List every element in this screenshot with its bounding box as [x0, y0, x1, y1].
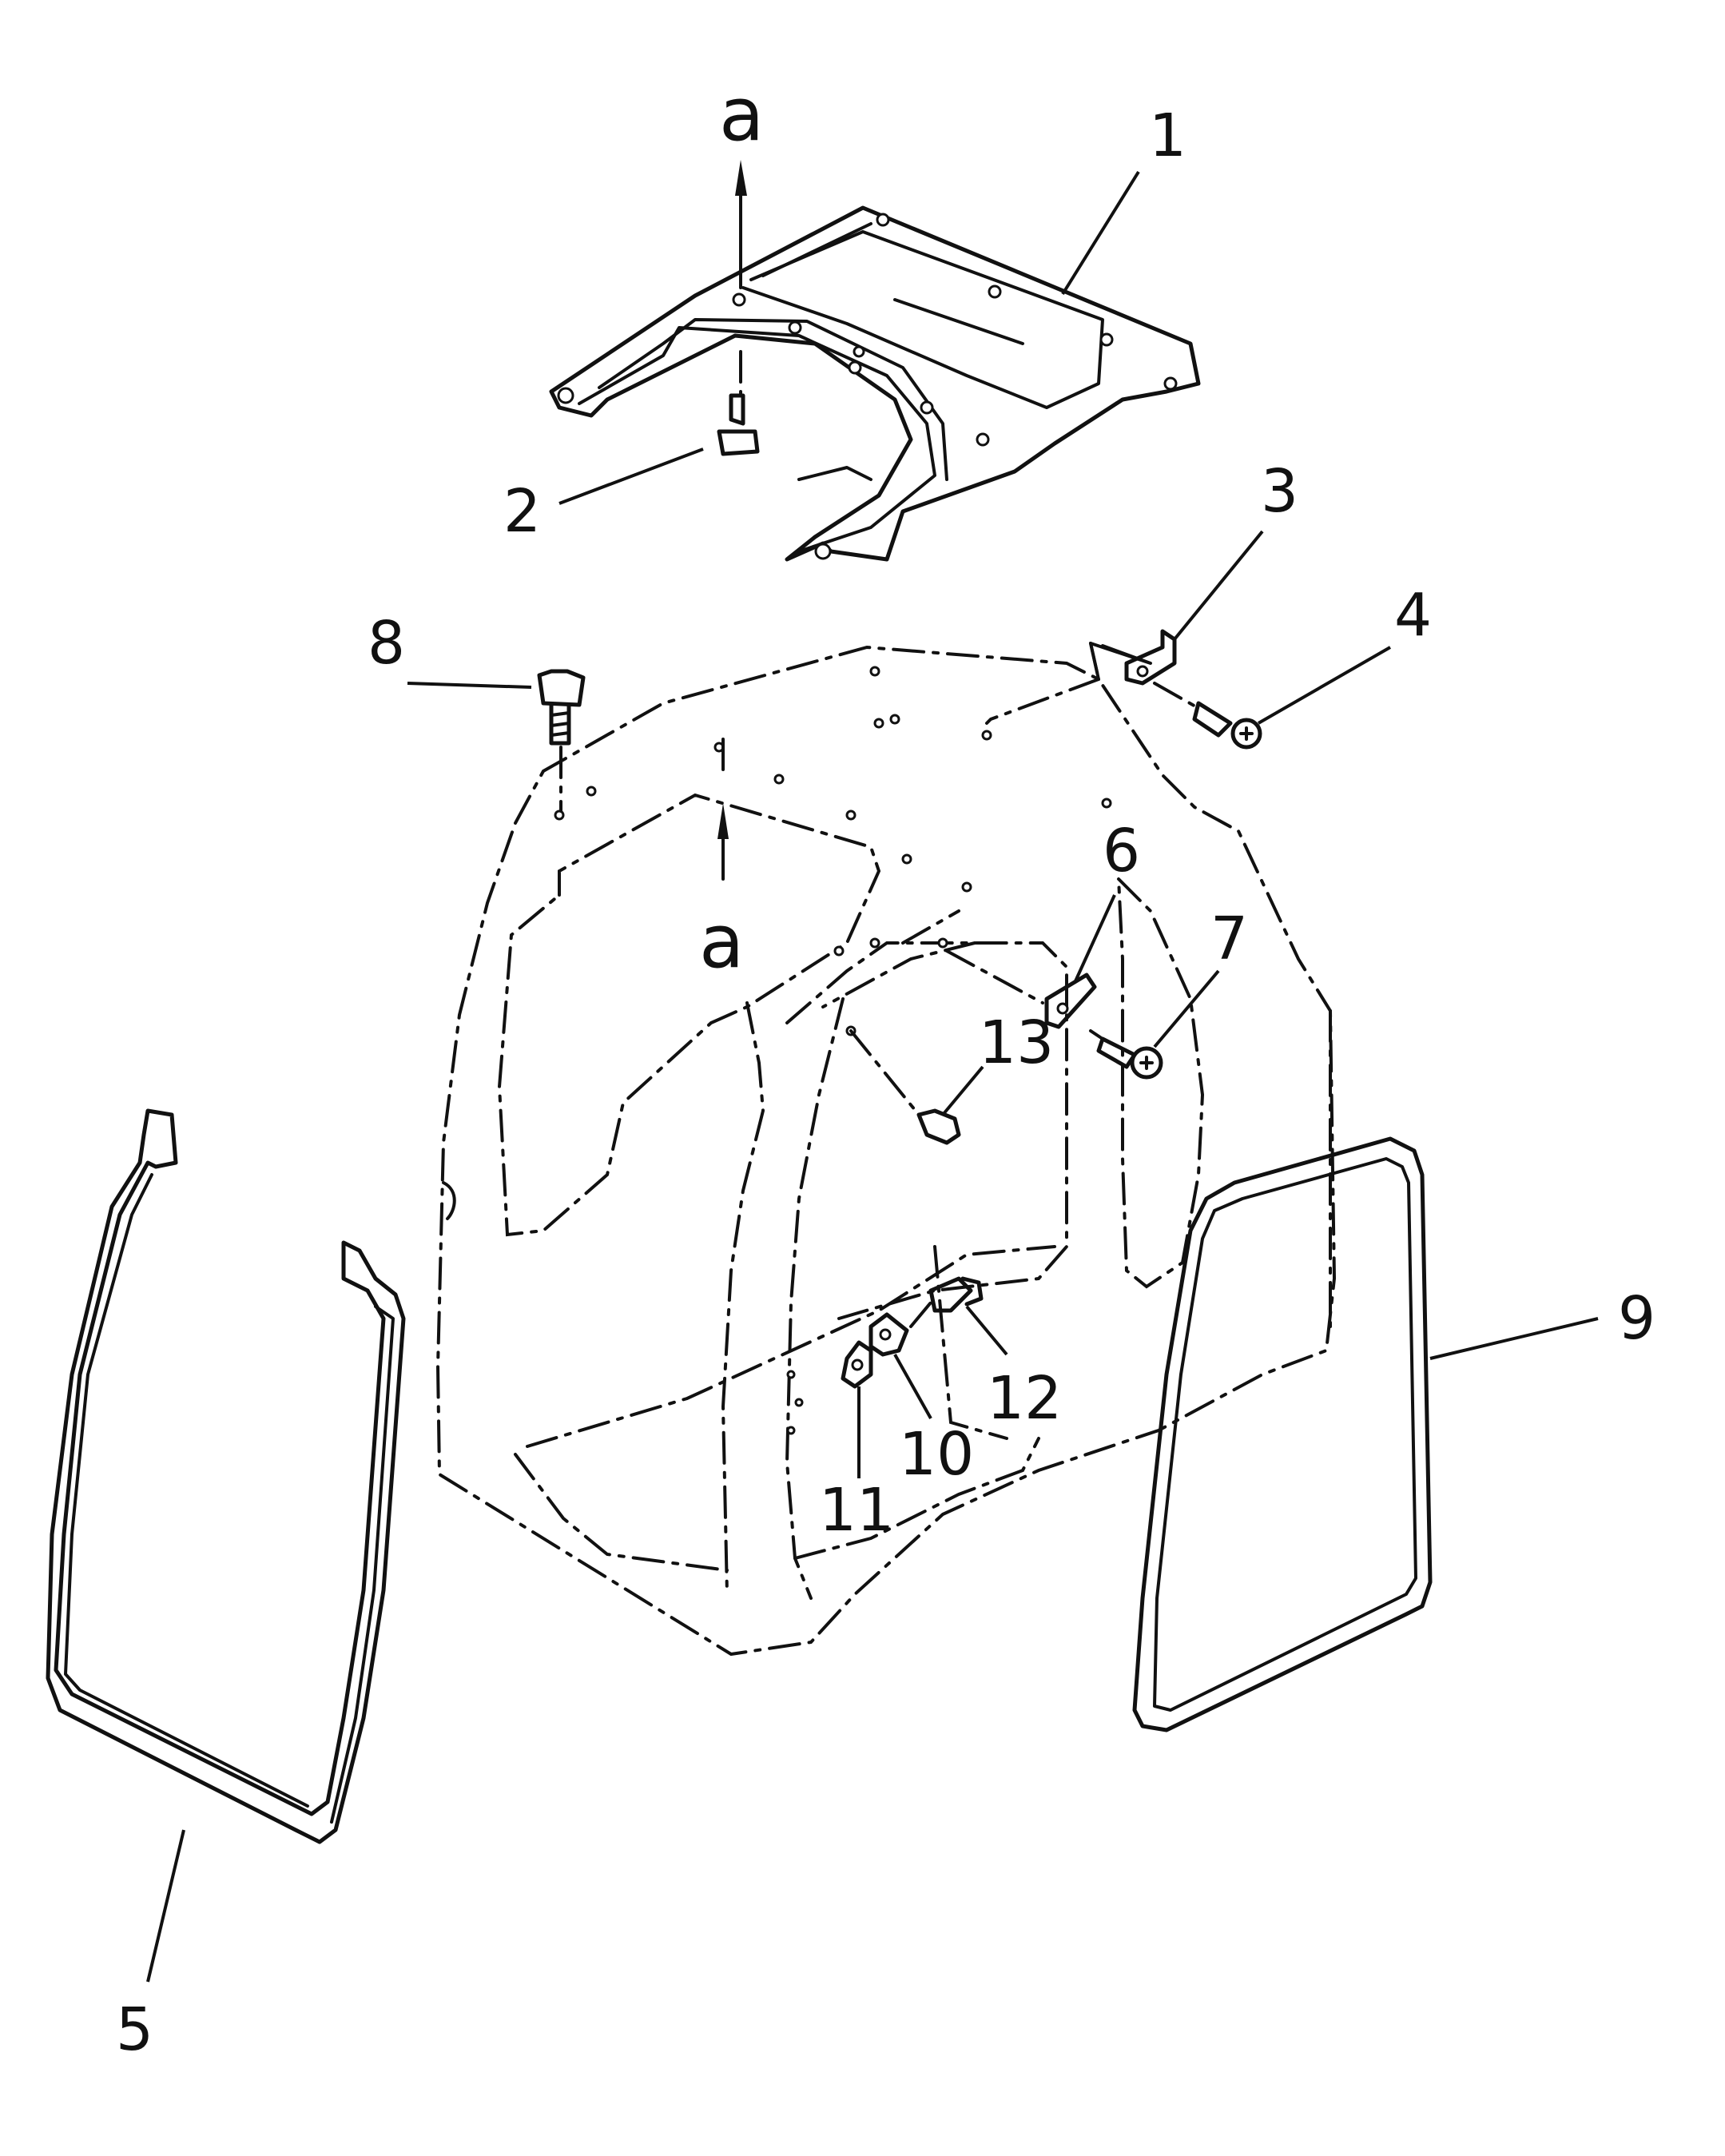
callout-5: 5 — [116, 1995, 153, 2064]
view-marker-cab: a — [699, 899, 744, 985]
part-13-plug — [849, 1029, 961, 1145]
view-arrow-cab — [717, 738, 729, 881]
part-7-screw — [1089, 1029, 1163, 1080]
view-arrow-top — [735, 160, 747, 397]
callout-11: 11 — [819, 1476, 894, 1545]
callout-2: 2 — [503, 477, 541, 546]
callout-4: 4 — [1394, 581, 1432, 650]
part-2-stud — [717, 393, 760, 456]
part-10-plate — [868, 1312, 909, 1357]
callout-3: 3 — [1261, 457, 1298, 526]
callout-8: 8 — [368, 609, 405, 678]
part-8-bolt — [537, 669, 586, 813]
callout-1: 1 — [1149, 101, 1186, 170]
callout-9: 9 — [1618, 1284, 1655, 1353]
cab-frame — [435, 642, 1337, 1657]
part-5-seal — [46, 1108, 406, 1844]
part-4-screw — [1153, 682, 1262, 750]
view-marker-top: a — [719, 72, 764, 157]
part-6-catch — [945, 949, 1097, 1029]
part-3-bracket — [1124, 629, 1177, 686]
callout-6: 6 — [1103, 817, 1140, 885]
callout-12: 12 — [987, 1364, 1062, 1433]
part-1-roof-plate — [549, 205, 1201, 562]
part-9-seal — [1132, 1136, 1433, 1732]
callout-10: 10 — [899, 1420, 974, 1489]
leader-lines — [146, 170, 1599, 1983]
callouts: 1 2 3 4 5 6 7 8 9 10 11 12 13 a a — [116, 72, 1655, 2064]
part-12-bolt — [909, 1276, 984, 1328]
part-11-plate — [841, 1340, 873, 1389]
callout-13: 13 — [979, 1008, 1054, 1077]
callout-7: 7 — [1210, 905, 1248, 973]
